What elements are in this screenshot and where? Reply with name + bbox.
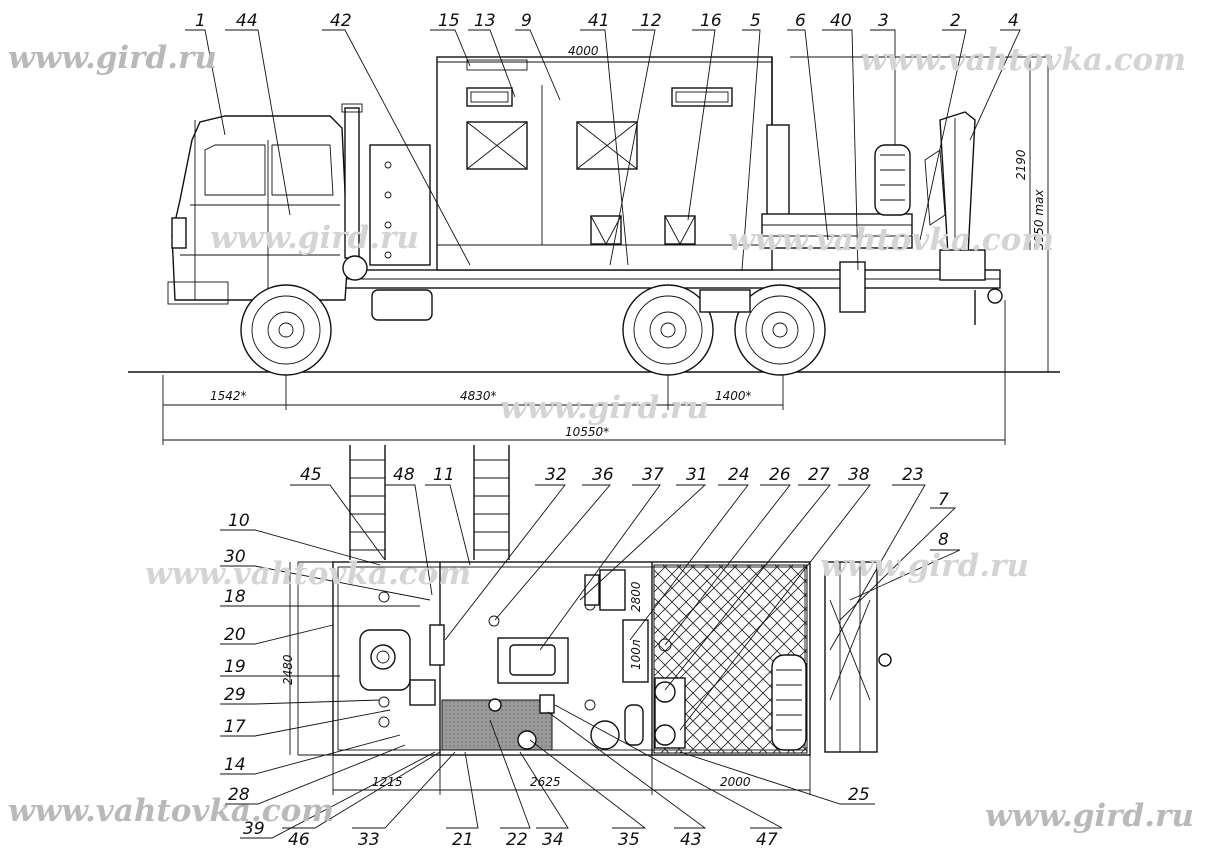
front-wheel bbox=[240, 284, 332, 376]
callout-48: 48 bbox=[393, 465, 415, 485]
fuel-tank bbox=[371, 289, 433, 321]
callout-36: 36 bbox=[592, 465, 614, 485]
dim-wheelbase: 4830* bbox=[460, 389, 497, 403]
plan-bottom-callouts: 46 33 21 22 34 35 43 47 bbox=[282, 704, 783, 850]
callout-6: 6 bbox=[795, 11, 806, 31]
callout-13: 13 bbox=[474, 11, 496, 31]
dim-axle-spacing: 1400* bbox=[715, 389, 752, 403]
callout-44: 44 bbox=[236, 11, 258, 31]
loader-crane bbox=[924, 111, 986, 325]
crane-plan bbox=[824, 561, 892, 753]
dim-compartment-2: 2625 bbox=[530, 775, 561, 789]
van-body bbox=[436, 56, 773, 271]
watermark-vahtovka-plan: www.vahtovka.com bbox=[145, 556, 471, 592]
rear-wheel-1 bbox=[622, 284, 714, 376]
plan-top-callouts: 45 48 11 32 36 37 31 24 26 27 38 23 7 8 bbox=[290, 465, 961, 731]
watermark-vahtovka-mid: www.vahtovka.com bbox=[728, 222, 1054, 258]
dim-body-width: 2480 bbox=[281, 654, 295, 685]
callout-23: 23 bbox=[902, 465, 924, 485]
callout-15: 15 bbox=[438, 11, 460, 31]
dim-overall-length: 10550* bbox=[565, 425, 609, 439]
callout-32: 32 bbox=[545, 465, 567, 485]
plan-left-callouts: 10 30 18 20 19 29 17 14 28 39 bbox=[220, 511, 436, 839]
callout-27: 27 bbox=[808, 465, 830, 485]
rear-wheel-2 bbox=[734, 284, 826, 376]
tank-capacity-label: 100л bbox=[629, 639, 643, 670]
dim-compartment-1: 1215 bbox=[372, 775, 403, 789]
plan-view: 100л 2800 2480 1215 bbox=[220, 445, 961, 850]
callout-14: 14 bbox=[224, 755, 246, 775]
callout-37: 37 bbox=[642, 465, 664, 485]
callout-34: 34 bbox=[542, 830, 564, 850]
dim-platform-length: 2000 bbox=[720, 775, 751, 789]
callout-2: 2 bbox=[950, 11, 961, 31]
callout-39: 39 bbox=[243, 819, 265, 839]
callout-47: 47 bbox=[756, 830, 778, 850]
callout-43: 43 bbox=[680, 830, 702, 850]
callout-11: 11 bbox=[433, 465, 455, 485]
callout-21: 21 bbox=[452, 830, 474, 850]
truck-cab bbox=[167, 115, 349, 305]
callout-20: 20 bbox=[224, 625, 246, 645]
callout-38: 38 bbox=[848, 465, 870, 485]
watermark-gird-cab: www.gird.ru bbox=[210, 220, 419, 256]
tank-100l bbox=[622, 619, 649, 683]
rear-platform bbox=[761, 144, 913, 249]
spare-wheel-plan bbox=[771, 654, 807, 751]
side-view: 4000 2190 3950 max 1542* 4830* 1400* 105… bbox=[128, 11, 1060, 445]
callout-42: 42 bbox=[330, 11, 352, 31]
callout-31: 31 bbox=[686, 465, 708, 485]
callout-45: 45 bbox=[300, 465, 322, 485]
cabinet-width-label: 2800 bbox=[629, 581, 643, 612]
watermark-gird-topleft: www.gird.ru bbox=[8, 40, 217, 76]
dim-body-length: 4000 bbox=[568, 44, 599, 58]
callout-4: 4 bbox=[1008, 11, 1019, 31]
callout-22: 22 bbox=[506, 830, 528, 850]
watermark-gird-center: www.gird.ru bbox=[500, 390, 709, 426]
callout-17: 17 bbox=[224, 717, 246, 737]
callout-8: 8 bbox=[938, 530, 949, 550]
callout-40: 40 bbox=[830, 11, 852, 31]
callout-19: 19 bbox=[224, 657, 246, 677]
callout-33: 33 bbox=[358, 830, 380, 850]
dim-body-height: 2190 bbox=[1014, 149, 1028, 180]
callout-24: 24 bbox=[728, 465, 750, 485]
ladder-left bbox=[349, 445, 386, 560]
callout-26: 26 bbox=[769, 465, 791, 485]
side-cabinet bbox=[369, 144, 431, 266]
ladder-right bbox=[473, 445, 510, 560]
watermarks: www.gird.ru www.vahtovka.com www.gird.ru… bbox=[8, 40, 1194, 834]
callout-5: 5 bbox=[750, 11, 761, 31]
callout-1: 1 bbox=[195, 11, 206, 31]
callout-10: 10 bbox=[228, 511, 250, 531]
callout-41: 41 bbox=[588, 11, 610, 31]
callout-12: 12 bbox=[640, 11, 662, 31]
callout-9: 9 bbox=[521, 11, 532, 31]
watermark-vahtovka-bottomleft: www.vahtovka.com bbox=[8, 793, 334, 829]
callout-46: 46 bbox=[288, 830, 310, 850]
callout-3: 3 bbox=[878, 11, 889, 31]
watermark-vahtovka-topright: www.vahtovka.com bbox=[860, 42, 1186, 78]
dim-overall-height: 3950 max bbox=[1032, 189, 1046, 250]
dim-cab-overhang: 1542* bbox=[210, 389, 247, 403]
callout-25: 25 bbox=[848, 785, 870, 805]
callout-30: 30 bbox=[224, 547, 246, 567]
spare-wheel bbox=[874, 144, 911, 216]
callout-28: 28 bbox=[228, 785, 250, 805]
callout-7: 7 bbox=[938, 490, 949, 510]
watermark-gird-plan: www.gird.ru bbox=[820, 548, 1029, 584]
callout-35: 35 bbox=[618, 830, 640, 850]
watermark-gird-bottomright: www.gird.ru bbox=[985, 798, 1194, 834]
callout-16: 16 bbox=[700, 11, 722, 31]
callout-18: 18 bbox=[224, 587, 246, 607]
callout-29: 29 bbox=[224, 685, 246, 705]
side-callouts: 1 44 42 15 13 9 41 12 16 5 6 40 3 2 4 bbox=[185, 11, 1021, 271]
